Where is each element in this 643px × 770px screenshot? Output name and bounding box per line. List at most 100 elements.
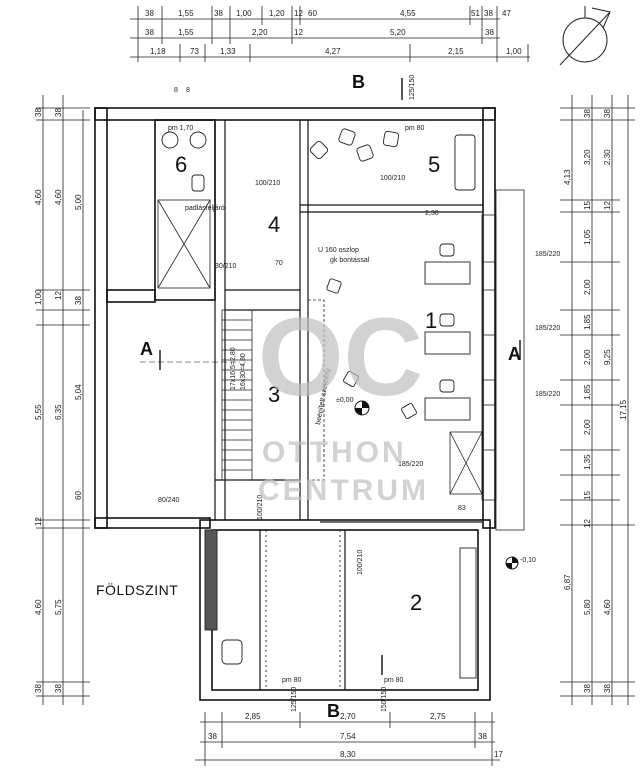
top-dim-3-6: 1,00 <box>506 47 522 56</box>
section-labels: A A B B <box>140 72 521 721</box>
level-mark-icon <box>354 400 519 570</box>
left-dim-6: 1,00 <box>34 289 43 305</box>
door-dim-18: 8 <box>186 87 190 94</box>
door-dim-6: 185/220 <box>535 251 560 258</box>
right-dim-9: 2,00 <box>583 279 592 295</box>
right-dim-8: 1,05 <box>583 229 592 245</box>
left-dim-7: 12 <box>54 291 63 300</box>
watermark-line1: OTTHON <box>262 436 407 469</box>
stair-label-2: 16x30=4,80 <box>240 353 247 390</box>
left-dimension-lines <box>36 95 90 705</box>
left-dim-2: 38 <box>54 108 63 117</box>
right-dim-18: 12 <box>583 519 592 528</box>
right-dim-17: 15 <box>583 491 592 500</box>
pm80-label-a: pm 80 <box>405 125 425 132</box>
left-dimension-text: 38 38 4,60 4,60 5,00 1,00 12 38 5,55 6,3… <box>34 108 83 693</box>
left-dim-14: 4,60 <box>34 599 43 615</box>
right-dimension-lines <box>560 95 635 705</box>
section-b-top: B <box>352 72 365 92</box>
door-dim-16: 125/150 <box>291 687 298 712</box>
section-a-right: A <box>508 344 521 364</box>
top-dim-1-7: 60 <box>308 9 317 18</box>
exterior-walls <box>94 107 496 701</box>
top-dim-2-3: 2,20 <box>252 28 268 37</box>
left-dim-12: 60 <box>74 491 83 500</box>
left-dim-17: 38 <box>54 684 63 693</box>
oszlop-label: U 160 oszlop <box>318 247 359 254</box>
right-dim-5: 2,30 <box>603 149 612 165</box>
bottom-dim-3-2: 17 <box>494 750 503 759</box>
right-dim-21: 4,60 <box>603 599 612 615</box>
left-dim-9: 5,55 <box>34 404 43 420</box>
right-dim-12: 1,85 <box>583 384 592 400</box>
room-1-label: 1 <box>425 308 437 333</box>
right-dim-10: 1,85 <box>583 314 592 330</box>
right-dim-2: 38 <box>603 109 612 118</box>
fixtures-room-2 <box>204 529 477 690</box>
room-3-label: 3 <box>268 382 280 407</box>
left-dim-5: 5,00 <box>74 194 83 210</box>
door-dim-13: 100/210 <box>357 550 364 575</box>
partition-walls <box>214 120 483 690</box>
top-dim-1-11: 47 <box>502 9 511 18</box>
top-dim-1-9: 51 <box>471 9 480 18</box>
door-dim-8: 185/220 <box>535 391 560 398</box>
top-dim-2-5: 5,20 <box>390 28 406 37</box>
door-dim-7: 185/220 <box>535 325 560 332</box>
section-lines <box>140 78 521 675</box>
room-numbers: 1 2 3 4 5 6 <box>175 152 440 615</box>
left-dim-10: 6,35 <box>54 404 63 420</box>
top-dim-2-2: 1,55 <box>178 28 194 37</box>
glazing-columns <box>449 189 525 531</box>
right-dim-7: 12 <box>603 201 612 210</box>
door-dim-4: 70 <box>275 260 283 267</box>
top-dim-3-1: 1,18 <box>150 47 166 56</box>
right-dim-23: 38 <box>603 684 612 693</box>
void-cross <box>157 199 211 289</box>
top-dim-1-6: 12 <box>294 9 303 18</box>
padlas-label: padlásfeljáró <box>185 205 225 212</box>
right-dim-6: 15 <box>583 201 592 210</box>
right-dim-13: 9,25 <box>603 349 612 365</box>
top-dim-2-6: 38 <box>485 28 494 37</box>
fixtures-room-6 <box>161 131 207 192</box>
oszlop2-label: gk bontással <box>330 257 370 264</box>
watermark-logo: OC <box>258 296 423 419</box>
bottom-dim-1-1: 2,85 <box>245 712 261 721</box>
top-dim-1-4: 1,00 <box>236 9 252 18</box>
top-dim-3-4: 4,27 <box>325 47 341 56</box>
door-dim-5: 80/240 <box>158 497 180 504</box>
room-4-label: 4 <box>268 212 280 237</box>
floor-label: FÖLDSZINT <box>96 582 179 598</box>
room-6-label: 6 <box>175 152 187 177</box>
top-dim-2-1: 38 <box>145 28 154 37</box>
right-dim-4: 3,20 <box>583 149 592 165</box>
door-dim-17: 8 <box>174 87 178 94</box>
level2-label: -0,10 <box>520 557 536 564</box>
furniture-room-1 <box>326 243 471 421</box>
room-2-label: 2 <box>410 590 422 615</box>
otthon-centrum-watermark: OC OTTHON CENTRUM <box>258 296 429 507</box>
top-dimension-text: 38 1,55 38 1,00 1,20 12 60 4,55 51 38 47… <box>145 9 522 56</box>
top-dim-1-5: 1,20 <box>269 9 285 18</box>
staircase <box>221 309 253 481</box>
top-dimension-lines <box>130 6 530 62</box>
left-dim-4: 4,60 <box>54 189 63 205</box>
door-dim-12: 83 <box>458 505 466 512</box>
pm80-label-c: pm 80 <box>384 677 404 684</box>
bottom-dim-1-2: 2,70 <box>340 712 356 721</box>
door-dim-2: 100/210 <box>380 175 405 182</box>
right-dim-3: 4,13 <box>563 169 572 185</box>
top-dim-1-10: 38 <box>484 9 493 18</box>
left-dim-3: 4,60 <box>34 189 43 205</box>
top-dim-3-5: 2,15 <box>448 47 464 56</box>
right-dim-11: 2,00 <box>583 349 592 365</box>
furniture-room-5 <box>309 128 476 191</box>
top-dim-2-4: 12 <box>294 28 303 37</box>
watermark-line2: CENTRUM <box>258 474 429 507</box>
top-dim-3-2: 73 <box>190 47 199 56</box>
opening-annotations: pm 1,70 pm 80 pm 80 pm 80 padlásfeljáró … <box>158 75 560 712</box>
left-dim-15: 5,75 <box>54 599 63 615</box>
top-dim-1-2: 1,55 <box>178 9 194 18</box>
